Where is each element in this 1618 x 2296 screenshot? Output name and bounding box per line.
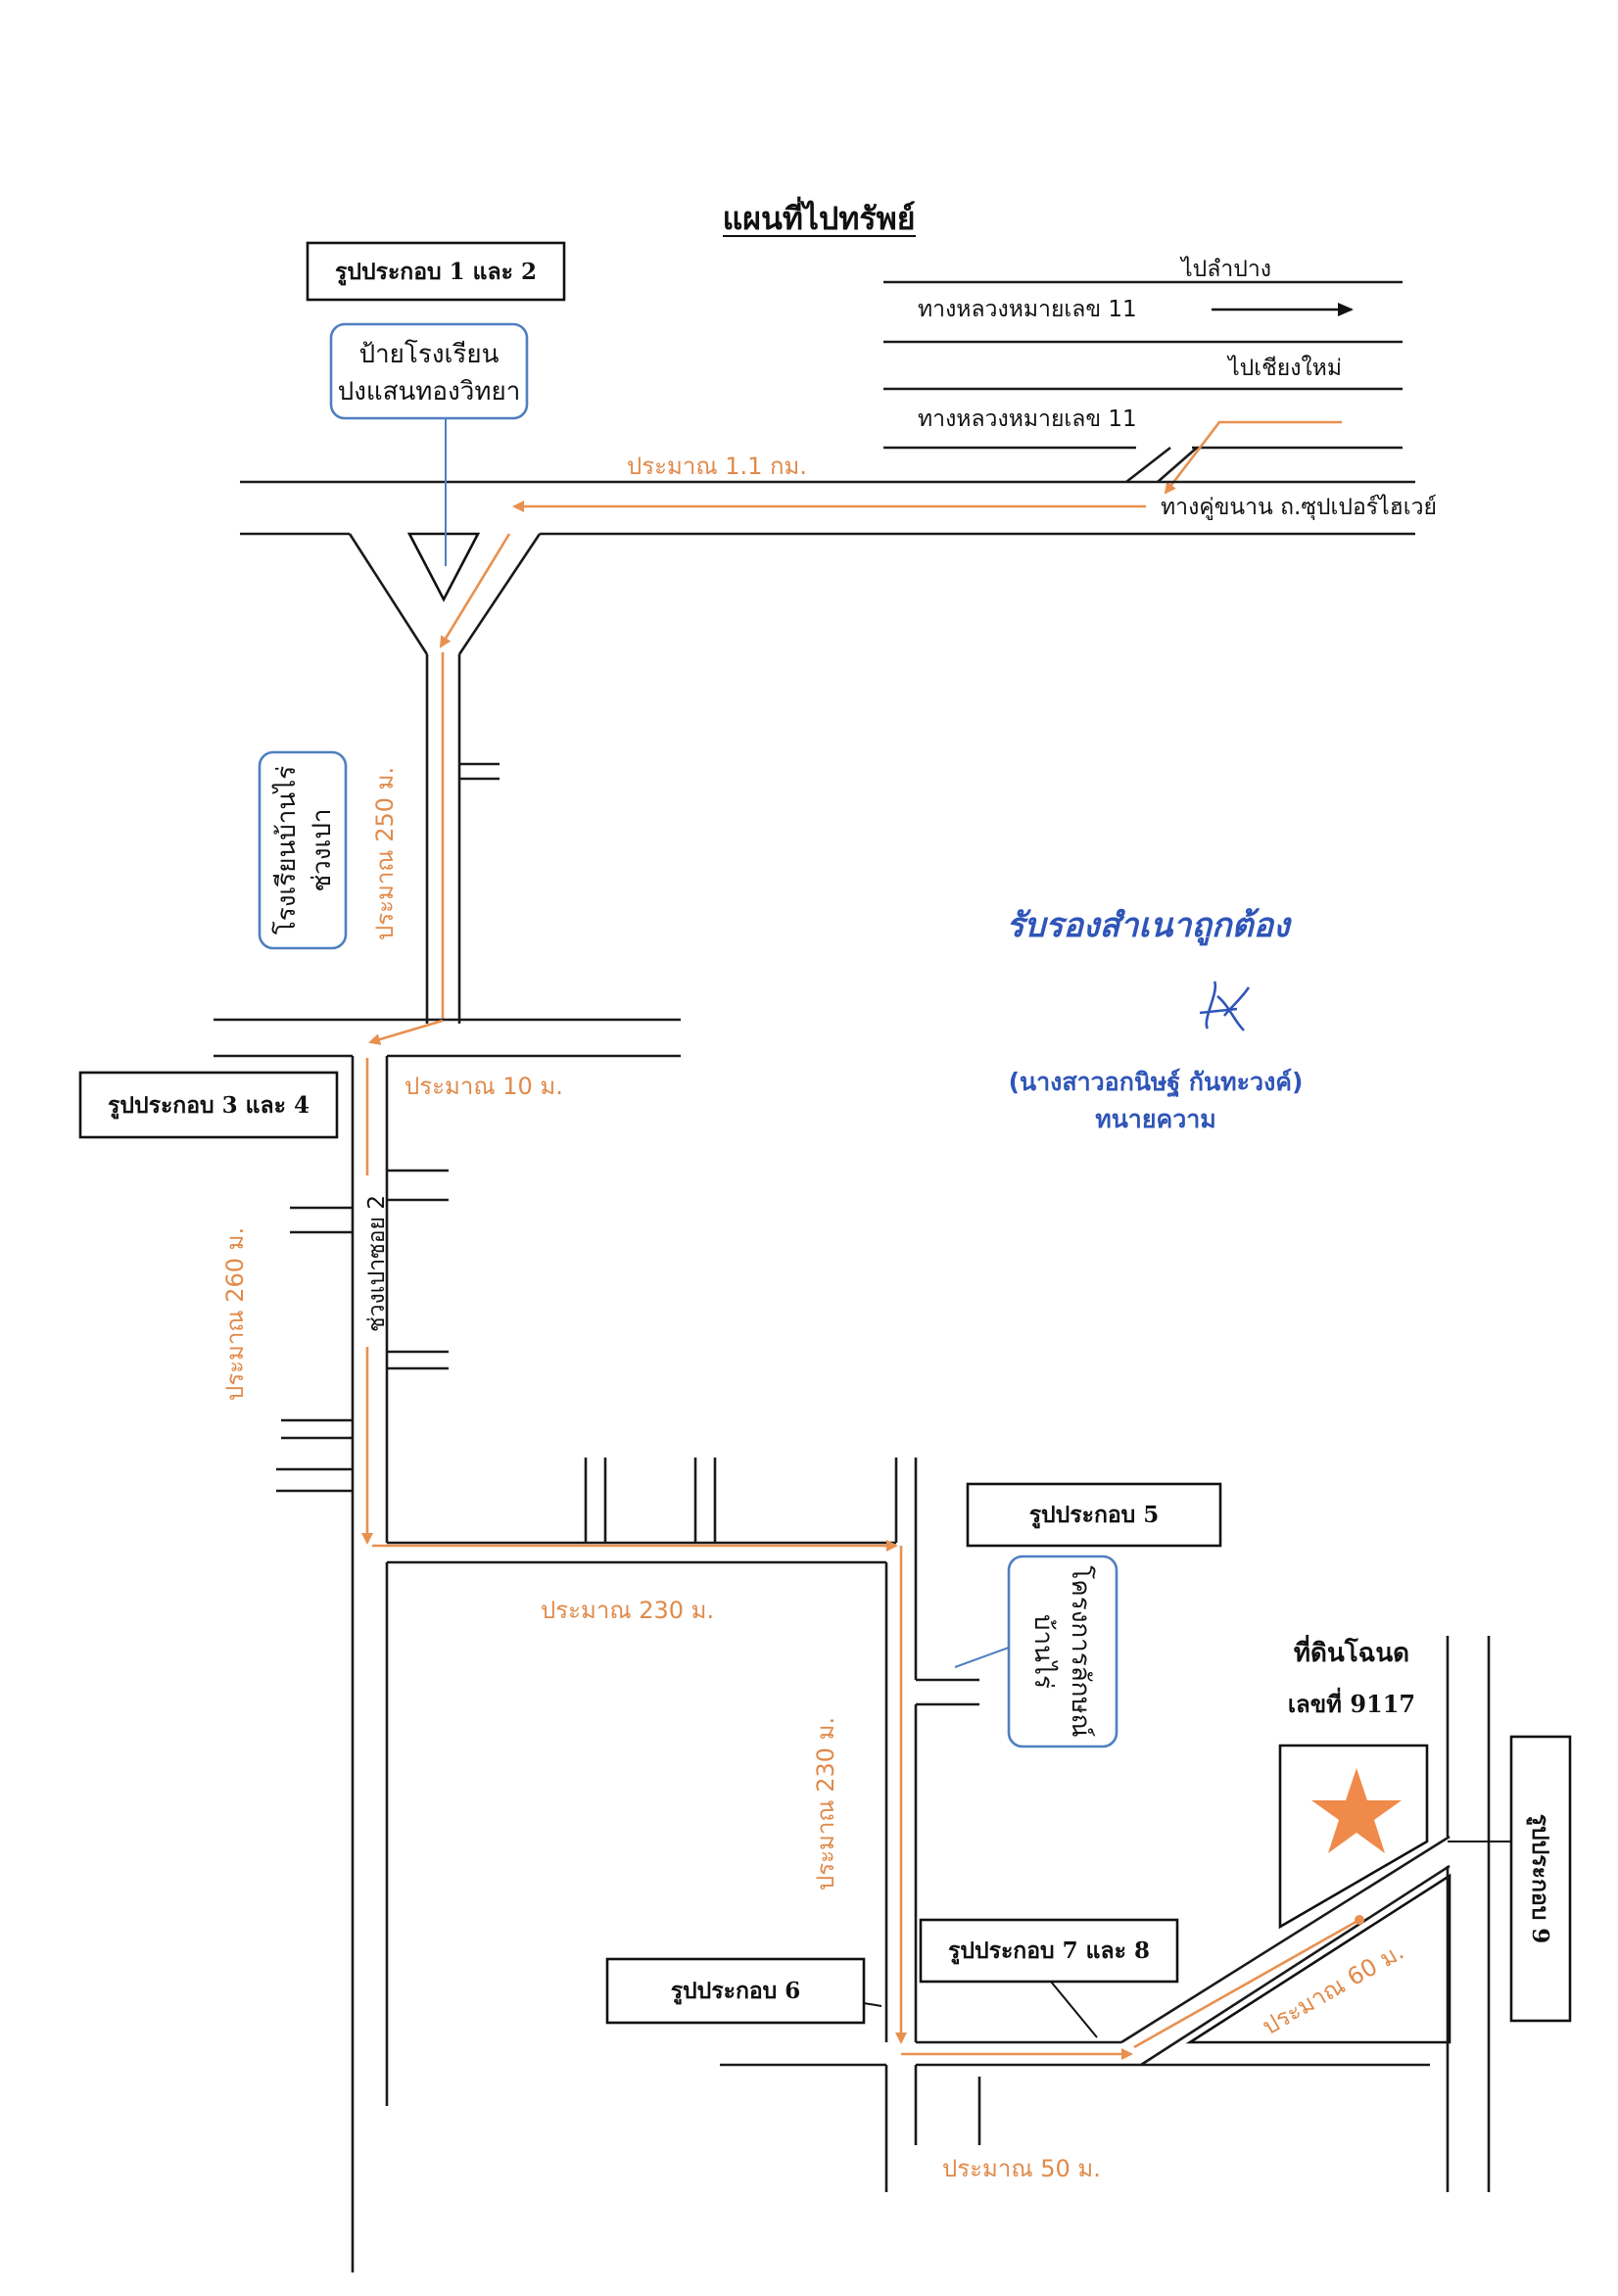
soi-side-streets xyxy=(276,1169,449,1493)
figure-7-8-pointer xyxy=(1050,1981,1098,2038)
figure-7-8-box xyxy=(919,1918,1179,1984)
to-chiangmai-label: ไปเชียงใหม่ xyxy=(1226,355,1342,381)
figure-3-4-box xyxy=(78,1071,339,1139)
distance-260m-label: ประมาณ 260 ม. xyxy=(221,1227,249,1401)
project-pointer xyxy=(954,1647,1010,1668)
highway-upper-label: ทางหลวงหมายเลข 11 xyxy=(918,297,1137,322)
school-sign-box xyxy=(329,322,529,420)
distance-230m-vertical-label: ประมาณ 230 ม. xyxy=(812,1717,839,1890)
figure-6-box xyxy=(605,1957,866,2025)
route-60m xyxy=(1133,1918,1360,2049)
soi-label: ช่วงเปาซอย 2 xyxy=(364,1195,390,1332)
figure-7-8-label: รูปประกอบ 7 และ 8 xyxy=(948,1937,1150,1965)
figure-1-2-box xyxy=(306,241,566,302)
to-lampang-label: ไปลำปาง xyxy=(1179,256,1271,282)
highway-roads xyxy=(883,280,1403,484)
figure-6-label: รูปประกอบ 6 xyxy=(671,1978,801,2005)
diagonal-road xyxy=(1120,1636,1491,2192)
stamp-role: ทนายความ xyxy=(1095,1105,1216,1133)
certified-stamp: รับรองสำเนาถูกต้อง xyxy=(1006,906,1292,946)
distance-1-1km-label: ประมาณ 1.1 กม. xyxy=(627,453,807,480)
route-from-highway xyxy=(1164,420,1342,495)
cross-road-10m xyxy=(214,1018,681,2272)
distance-10m-label: ประมาณ 10 ม. xyxy=(404,1073,563,1100)
y-junction xyxy=(348,532,542,1024)
figure-5-box xyxy=(966,1482,1222,1548)
land-label-line1: ที่ดินโฉนด xyxy=(1294,1634,1409,1668)
land-label-line2: เลขที่ 9117 xyxy=(1288,1687,1415,1718)
signature xyxy=(1199,981,1251,1031)
road-230m-horizontal xyxy=(385,1458,979,2106)
distance-230m-horizontal-label: ประมาณ 230 ม. xyxy=(541,1597,714,1624)
figure-9: รูปประกอบ 9 xyxy=(1509,1735,1572,2023)
figure-3-4-label: รูปประกอบ 3 และ 4 xyxy=(108,1092,309,1120)
bottom-road xyxy=(720,2040,1430,2192)
ban-rai-school-line1: โรงเรียนบ้านไร่ xyxy=(271,766,302,934)
route-end-dot xyxy=(1355,1915,1364,1925)
school-sign-line1: ป้ายโรงเรียน xyxy=(359,339,500,369)
star-icon xyxy=(1311,1768,1402,1853)
figure-9-label: รูปประกอบ 9 xyxy=(1526,1814,1553,1944)
land-parcel xyxy=(1278,1744,1429,1930)
ban-rai-school-line2: ช่วงเปา xyxy=(308,809,337,892)
school-sign-line2: ปงแสนทองวิทยา xyxy=(338,377,521,407)
ban-rai-school: โรงเรียนบ้านไร่ ช่วงเปา xyxy=(258,750,348,950)
highway-lower-label: ทางหลวงหมายเลข 11 xyxy=(918,407,1137,432)
project-line2: บ้านไร่ xyxy=(1028,1614,1059,1689)
figure-1-2-label: รูปประกอบ 1 และ 2 xyxy=(335,259,537,286)
frontage-road-label: ทางคู่ขนาน ถ.ซุปเปอร์ไฮเวย์ xyxy=(1161,494,1437,520)
distance-250m-label: ประมาณ 250 ม. xyxy=(371,767,399,940)
project-line1: โครงการลักษณ์ xyxy=(1066,1565,1096,1737)
frontage-road xyxy=(240,480,1415,536)
figure-5-label: รูปประกอบ 5 xyxy=(1029,1502,1160,1529)
stamp-name: (นางสาวอกนิษฐ์ กันทะวงค์) xyxy=(1009,1068,1304,1098)
route-y-junction xyxy=(439,533,511,648)
route-10m xyxy=(368,1019,444,1045)
figure-6-pointer xyxy=(863,2002,882,2007)
distance-50m-label: ประมาณ 50 ม. xyxy=(942,2155,1101,2182)
map-title: แผนที่ไปทรัพย์ xyxy=(723,196,916,237)
project-box: โครงการลักษณ์ บ้านไร่ xyxy=(1007,1555,1118,1748)
